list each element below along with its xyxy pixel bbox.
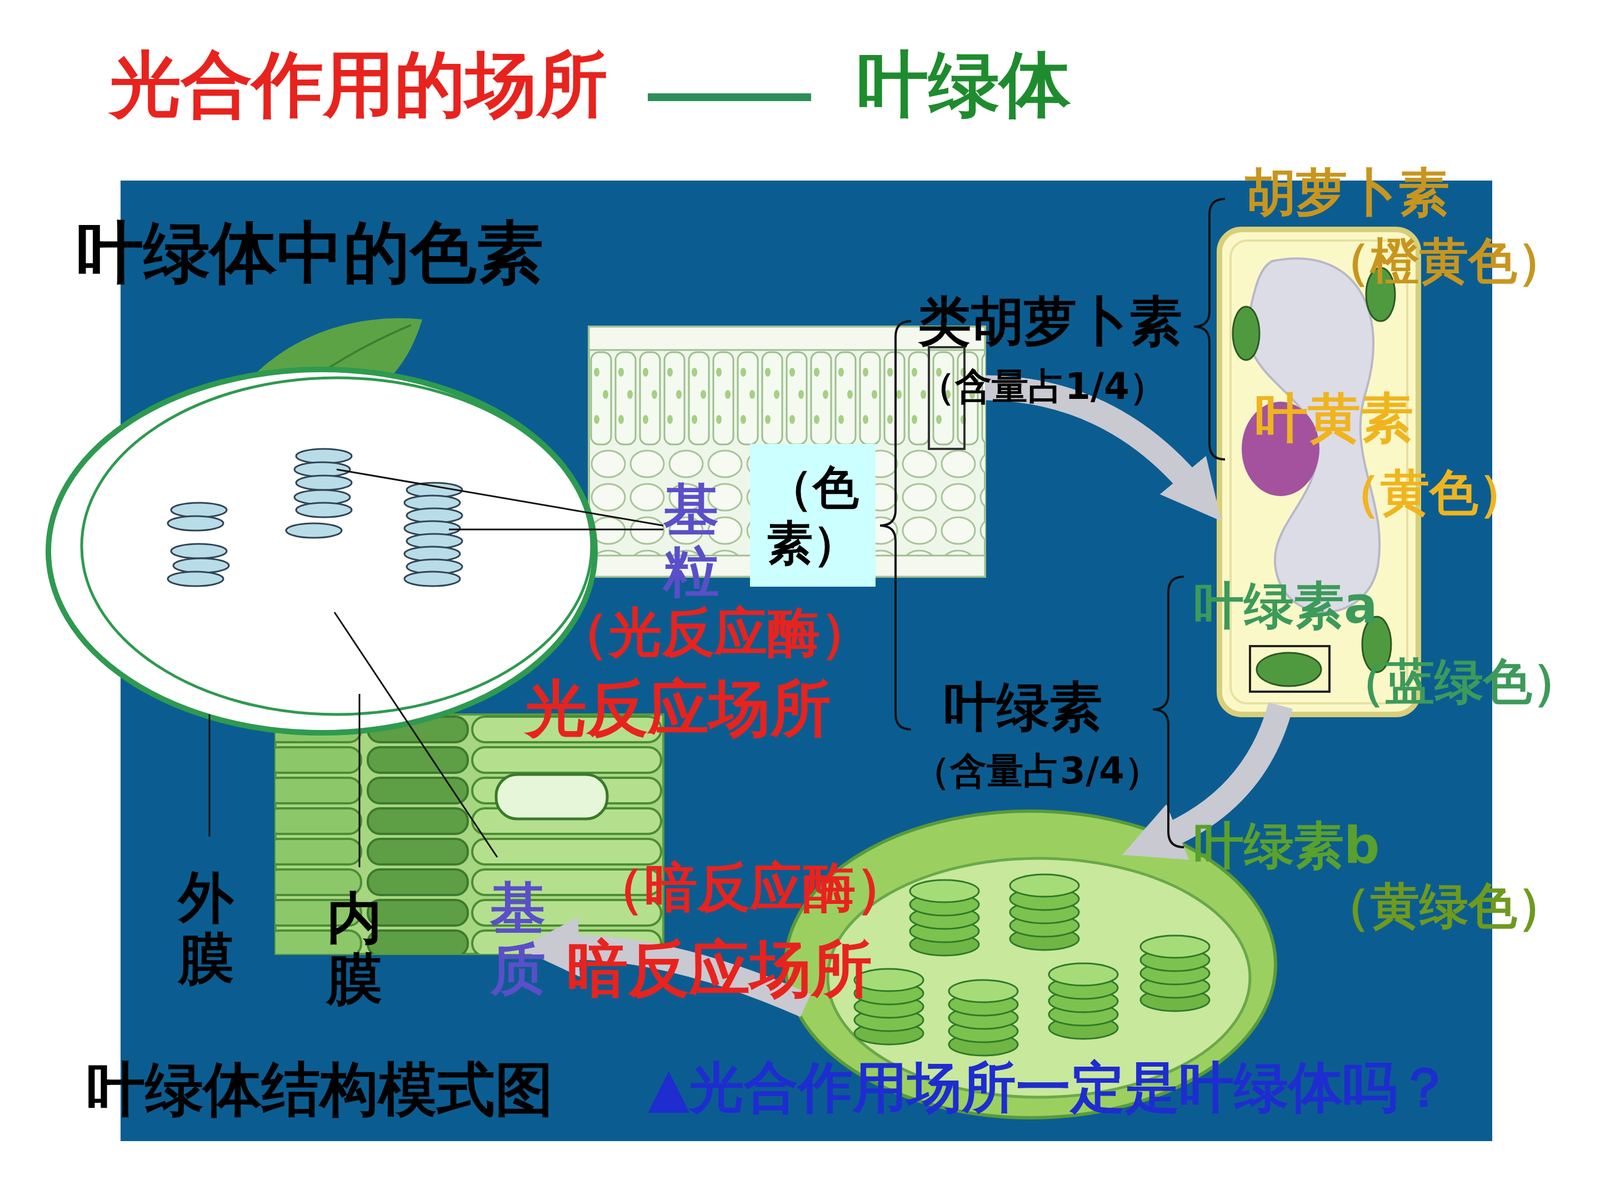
art-ellipse xyxy=(81,377,592,715)
art-ellipse xyxy=(296,448,352,464)
label: （蓝绿色） xyxy=(1336,653,1582,710)
art-use xyxy=(1010,874,1079,950)
label: （黄色） xyxy=(1331,464,1528,521)
title-dash xyxy=(647,93,812,102)
label: 叶绿素 xyxy=(943,676,1103,738)
brackets xyxy=(880,198,1225,848)
art-line xyxy=(208,714,211,837)
label: （橙黄色） xyxy=(1321,232,1567,289)
art-line xyxy=(358,693,361,868)
title: 光合作用的场所 xyxy=(110,43,608,125)
label: （含量占3/4） xyxy=(913,750,1162,793)
art-ellipse xyxy=(171,543,227,559)
art-rect xyxy=(1250,646,1330,692)
leader-lines xyxy=(209,469,664,868)
thylakoid-closeup xyxy=(266,714,664,957)
art-ellipse xyxy=(294,462,350,477)
art-rect xyxy=(496,774,608,819)
art-line xyxy=(336,469,664,526)
art-use xyxy=(910,880,979,956)
art-ellipse xyxy=(1232,306,1260,360)
label: ▲光合作用场所一定是叶绿体吗？ xyxy=(647,1056,1452,1119)
art-ellipse xyxy=(167,516,224,531)
art-use xyxy=(275,747,662,773)
label: 内膜 xyxy=(326,887,383,1010)
art-ellipse xyxy=(173,558,229,573)
chloroplast-model xyxy=(48,369,595,733)
art-line xyxy=(334,612,498,858)
art-path xyxy=(1152,576,1184,848)
label: 光反应场所 xyxy=(525,673,832,744)
label: 暗反应场所 xyxy=(566,933,873,1005)
label: 类胡萝卜素 xyxy=(918,291,1183,352)
art-ellipse xyxy=(286,523,342,538)
art-ellipse xyxy=(296,502,352,518)
label: 叶绿素b xyxy=(1193,816,1380,875)
art-ellipse xyxy=(48,369,595,733)
label: （暗反应酶） xyxy=(591,857,909,918)
art-g xyxy=(167,448,463,587)
label: 外膜 xyxy=(178,867,234,990)
label: （光反应酶） xyxy=(556,602,873,663)
art-ellipse xyxy=(171,502,227,518)
art-use xyxy=(1140,935,1210,1012)
label: 叶绿素a xyxy=(1193,576,1378,635)
caption: 叶绿体结构模式图 xyxy=(86,1056,554,1124)
label: 胡萝卜素 xyxy=(1245,163,1450,223)
art-line xyxy=(448,528,664,531)
node-text: （色素） xyxy=(761,460,865,571)
art-path xyxy=(1193,198,1225,460)
label: 叶黄素 xyxy=(1255,387,1414,449)
label: 基质 xyxy=(490,877,546,1000)
art-use xyxy=(948,980,1018,1056)
art-ellipse xyxy=(167,571,224,587)
art-ellipse xyxy=(296,475,352,490)
label: （黄绿色） xyxy=(1321,877,1567,934)
art-ellipse xyxy=(1256,652,1322,687)
pigment-box: （色素） xyxy=(750,443,876,587)
label: （含量占1/4） xyxy=(918,365,1167,408)
art-ellipse xyxy=(404,571,460,587)
label: 叶绿体 xyxy=(857,43,1071,125)
art-path xyxy=(880,321,912,730)
label: 叶绿体中的色素 xyxy=(76,214,544,292)
label: 基粒 xyxy=(663,479,719,602)
art-use xyxy=(1048,963,1118,1039)
